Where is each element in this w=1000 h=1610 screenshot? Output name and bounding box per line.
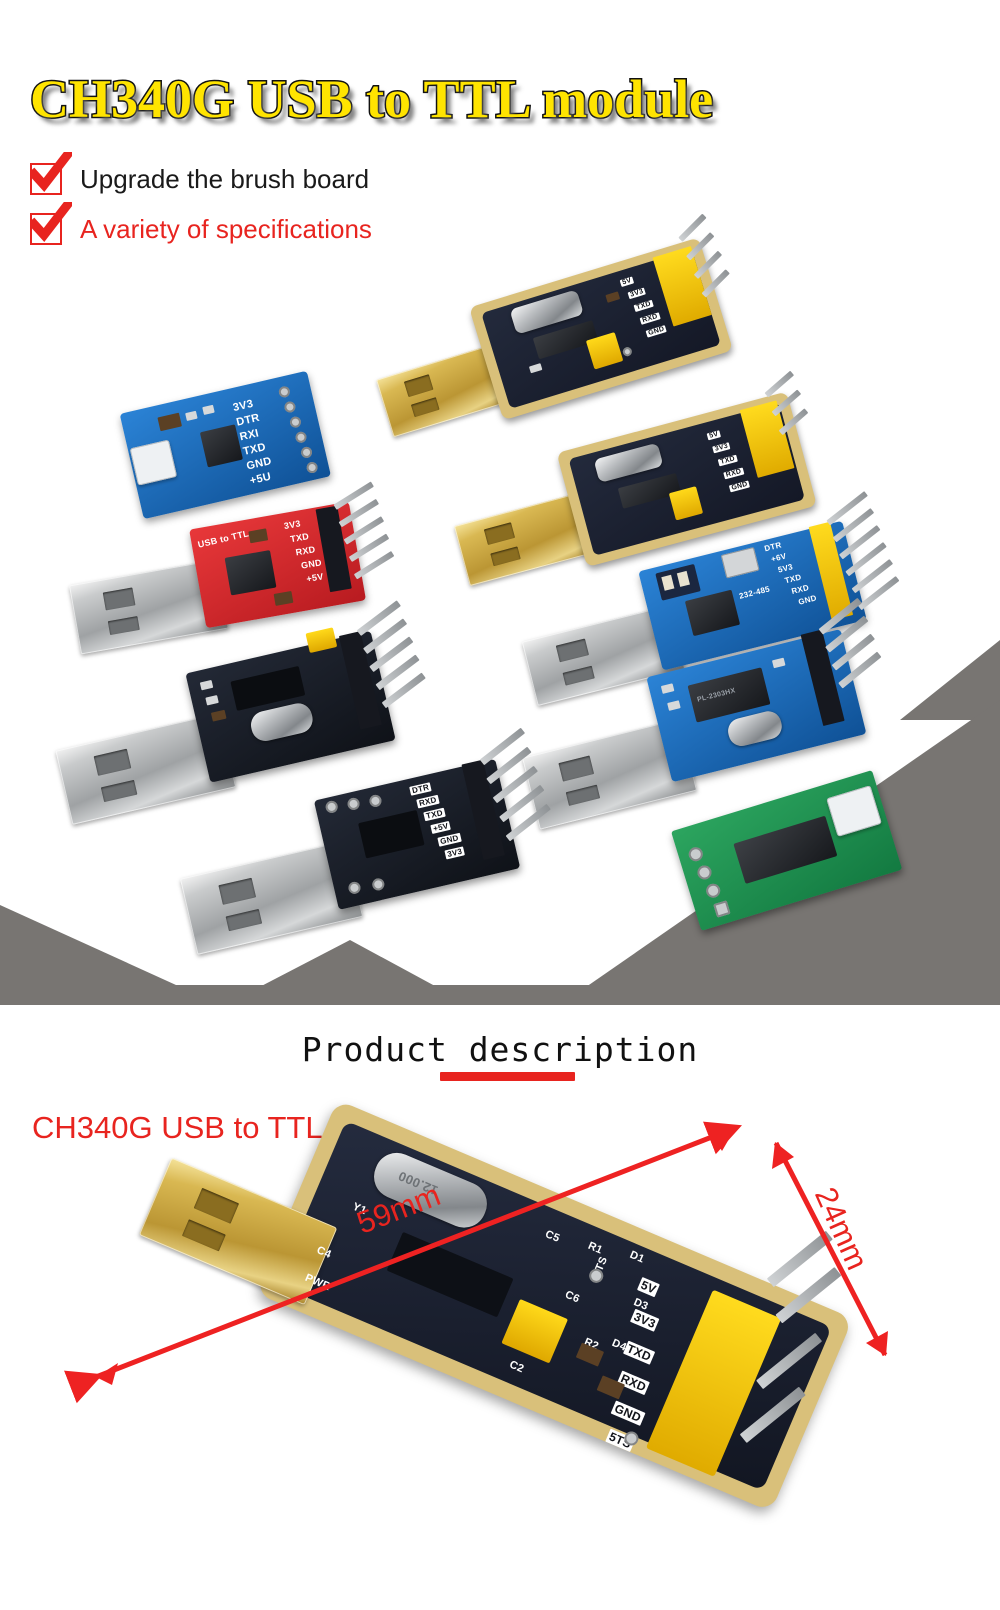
usb-slot (225, 908, 263, 932)
section-title-underline (440, 1072, 575, 1081)
usb-slot (107, 616, 140, 636)
usb-slot (102, 587, 136, 611)
check-mark-icon (30, 202, 72, 242)
usb-slot (483, 522, 516, 545)
hero-section: CH340G USB to TTL module Upgrade the bru… (0, 69, 1000, 1005)
page-title: CH340G USB to TTL module (28, 69, 714, 129)
arrowhead-left (96, 1363, 118, 1385)
usb-slot (410, 397, 440, 418)
dimension-annotations (64, 1121, 888, 1404)
bullet-label: A variety of specifications (80, 213, 372, 244)
arrowhead-bottom (866, 1331, 888, 1356)
checkbox-checked-icon (30, 152, 72, 195)
usb-slot (218, 877, 257, 905)
usb-slot (93, 748, 132, 776)
list-item: Upgrade the brush board (30, 152, 372, 198)
gray-base-band (0, 985, 1000, 1005)
usb-slot (100, 779, 138, 803)
usb-slot (555, 638, 590, 663)
list-item: A variety of specifications (30, 202, 372, 248)
check-mark-icon (30, 152, 72, 192)
arrowhead-top (772, 1142, 794, 1169)
section-title: Product description (301, 1030, 699, 1069)
arrowhead-right (712, 1127, 736, 1151)
usb-slot (403, 374, 434, 398)
product-listing-page: CH340G USB to TTL module Upgrade the bru… (0, 69, 1000, 1512)
chip-marking: PL-2303HX (696, 687, 737, 704)
ch340-chip (224, 550, 277, 596)
dimension-line-length (64, 1121, 742, 1404)
feature-bullet-list: Upgrade the brush board A variety of spe… (30, 152, 372, 260)
header-pin (678, 213, 707, 242)
dimension-line-width (773, 1141, 888, 1357)
usb-slot (490, 546, 521, 567)
checkbox-checked-icon (30, 202, 72, 245)
bullet-label: Upgrade the brush board (80, 163, 370, 194)
